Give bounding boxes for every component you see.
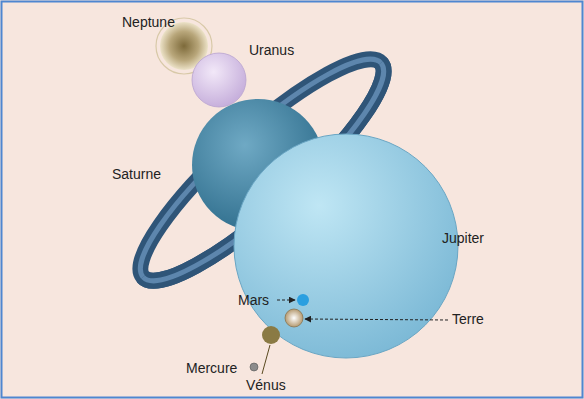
planet-label: Uranus: [249, 42, 294, 59]
mars-planet: [297, 294, 309, 306]
planet-label: Jupiter: [442, 230, 484, 247]
uranus-planet: [192, 53, 246, 107]
planet-label: Mars: [238, 292, 269, 309]
planet-label: Neptune: [122, 14, 175, 31]
venus-planet: [262, 326, 280, 344]
mars-leader: [277, 300, 295, 301]
earth-leader: [305, 319, 448, 320]
mercury-planet: [250, 363, 258, 371]
planet-label: Terre: [452, 311, 484, 328]
planet-label: Saturne: [112, 166, 161, 183]
venus-leader: [262, 345, 270, 374]
planet-label: Vénus: [246, 377, 286, 394]
planet-label: Mercure: [186, 360, 237, 377]
earth-planet: [285, 309, 303, 327]
jupiter-planet: [234, 134, 458, 358]
